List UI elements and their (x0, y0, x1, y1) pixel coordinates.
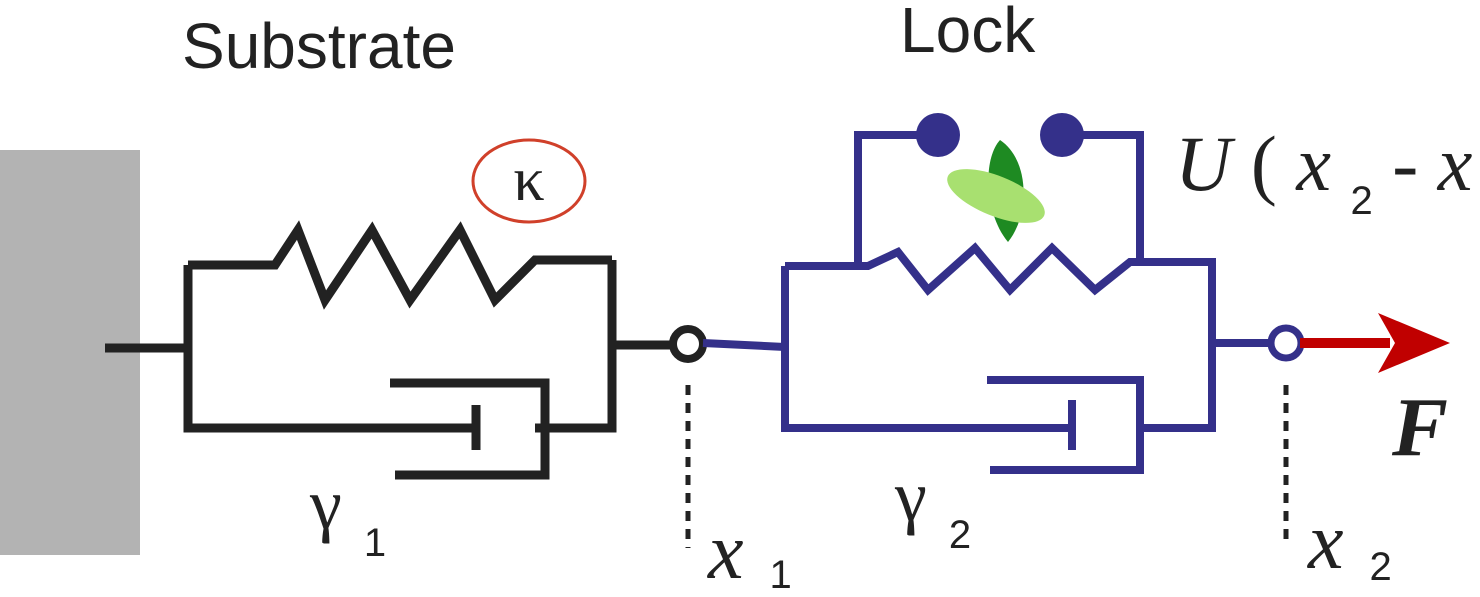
gamma1-symbol: γ (309, 464, 342, 544)
x2-symbol: x (1307, 498, 1344, 586)
potential-sub-a: 2 (1350, 179, 1372, 223)
gamma1-label: γ 1 (309, 464, 386, 565)
gamma2-symbol: γ (894, 456, 927, 536)
x1-to-lock-line (702, 339, 786, 351)
force-label: F (1391, 381, 1448, 474)
substrate-spring-kappa (188, 220, 612, 310)
lock-frame-right (1140, 258, 1216, 432)
dashpot-gamma2-cylinder (987, 376, 1144, 474)
potential-minus: - (1392, 120, 1418, 207)
potential-open: ( (1251, 120, 1277, 207)
dashpot-gamma1-cylinder (390, 378, 550, 480)
lock-leaf-symbol (947, 140, 1045, 242)
node-x1 (669, 325, 707, 363)
substrate-label: Substrate (182, 10, 456, 82)
lock-spring-potential (785, 242, 1212, 296)
lock-bond-ball-left (916, 113, 960, 157)
potential-label: U ( x 2 - x 1 ) (1175, 120, 1480, 231)
gamma1-subscript: 1 (364, 521, 386, 565)
lock-frame-left (781, 266, 1072, 432)
x2-subscript: 2 (1370, 545, 1392, 589)
x2-label: x 2 (1307, 498, 1392, 589)
substrate-frame-right (535, 260, 617, 433)
x1-symbol: x (707, 508, 744, 596)
lock-label: Lock (900, 0, 1036, 66)
potential-U: U (1175, 120, 1236, 207)
gamma2-label: γ 2 (894, 456, 971, 557)
lock-element (702, 131, 1305, 543)
x1-subscript: 1 (770, 553, 792, 597)
substrate-frame-left (183, 265, 475, 433)
lock-bond-ball-right (1040, 113, 1084, 157)
leaf-light (947, 169, 1045, 223)
lock-bond-bracket (854, 131, 925, 266)
substrate-element (105, 220, 707, 548)
force-arrow (1300, 313, 1450, 373)
kappa-label: κ (513, 146, 544, 214)
kappa-circle (471, 138, 587, 224)
node-x2 (1267, 324, 1305, 362)
gamma2-subscript: 2 (949, 513, 971, 557)
x1-label: x 1 (707, 508, 792, 597)
potential-x-b: x (1437, 120, 1473, 207)
lock-bond-bracket-right (1068, 131, 1144, 262)
potential-x-a: x (1295, 120, 1331, 207)
force-arrow-head (1378, 313, 1450, 373)
